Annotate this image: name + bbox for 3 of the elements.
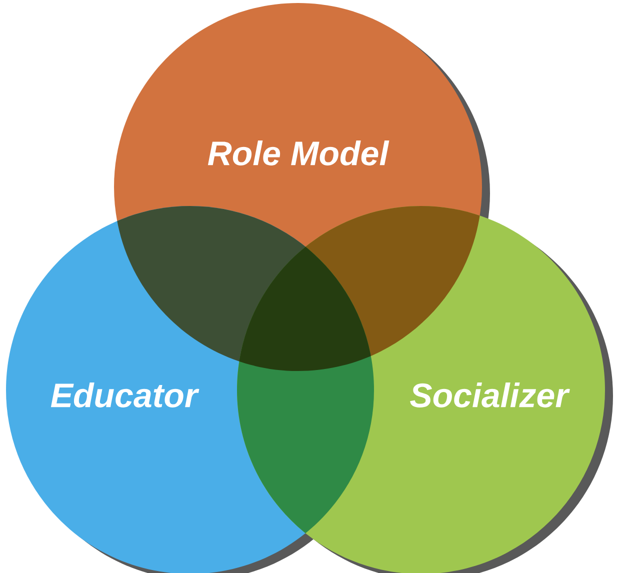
circle-label: Educator [50,382,200,408]
circle-label: Socializer [410,382,570,408]
circle-label: Role Model [208,140,390,166]
